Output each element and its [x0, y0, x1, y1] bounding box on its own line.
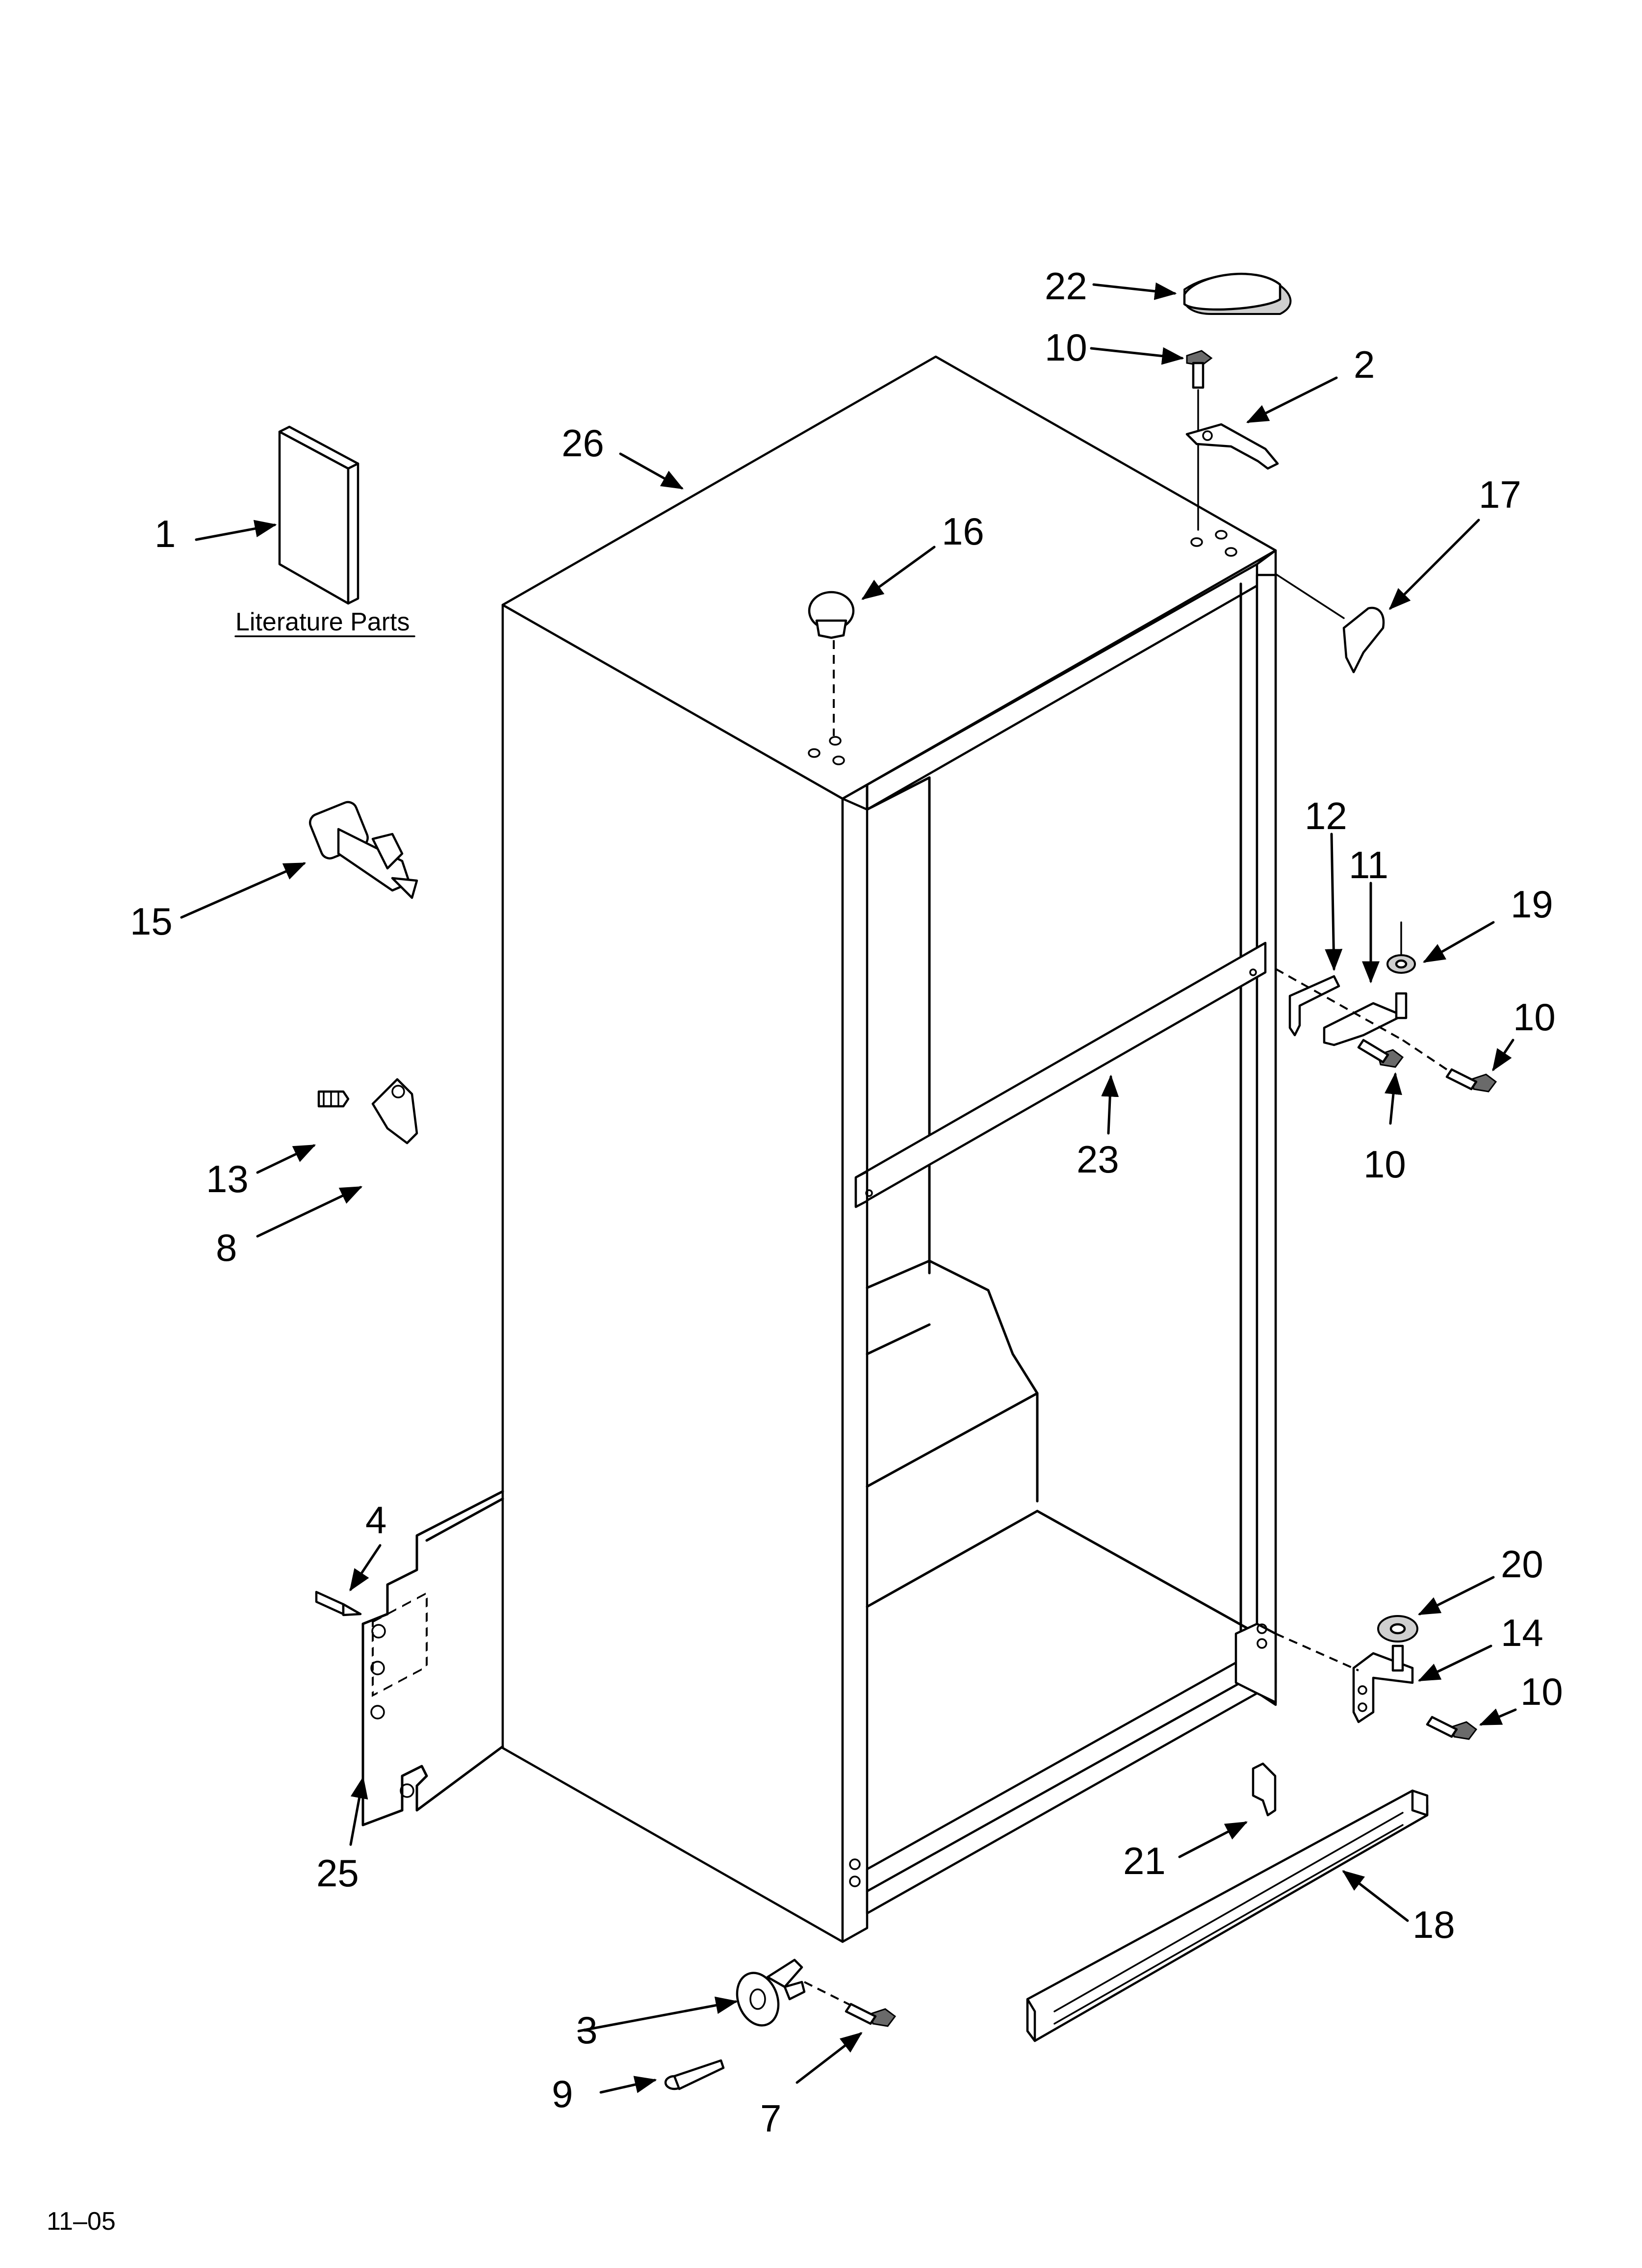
callout-17: 17	[1479, 473, 1521, 516]
callout-10-mid-right: 10	[1513, 995, 1556, 1039]
screw-top	[1186, 350, 1213, 389]
callout-10-mid: 10	[1363, 1143, 1406, 1186]
callout-2: 2	[1354, 343, 1375, 386]
rear-bracket	[361, 1490, 504, 1826]
callout-20: 20	[1501, 1542, 1543, 1586]
callout-8: 8	[216, 1226, 237, 1269]
top-plug-16	[808, 591, 855, 639]
callout-21: 21	[1123, 1839, 1166, 1882]
callout-4: 4	[365, 1498, 386, 1541]
callout-11: 11	[1349, 843, 1388, 886]
literature-book	[278, 425, 359, 605]
callout-18: 18	[1412, 1903, 1455, 1946]
cross-rail	[854, 941, 1267, 1208]
callout-23: 23	[1077, 1138, 1119, 1181]
callout-3: 3	[576, 2008, 597, 2052]
roller-3	[736, 1958, 806, 2027]
callout-labels: 22 10 2 26 1 16 17 Literature Parts 12 1…	[47, 264, 1563, 2236]
callout-7: 7	[760, 2097, 781, 2140]
callout-1: 1	[154, 512, 176, 555]
bracket-8-and-screw-13	[317, 1078, 418, 1145]
callout-13: 13	[206, 1157, 249, 1200]
callout-22: 22	[1045, 264, 1087, 308]
callout-12: 12	[1305, 794, 1347, 837]
leveling-assembly	[308, 801, 418, 899]
callout-19: 19	[1511, 883, 1553, 926]
hinge-cover-22	[1183, 272, 1292, 315]
literature-parts-label: Literature Parts	[235, 608, 410, 636]
cabinet	[501, 355, 1277, 1943]
callout-10-bottom: 10	[1520, 1670, 1563, 1713]
callout-9: 9	[552, 2072, 573, 2115]
callout-10-top: 10	[1045, 326, 1087, 369]
screw-7	[845, 2003, 897, 2027]
grille-clip-21	[1252, 1762, 1277, 1817]
callout-15: 15	[130, 900, 173, 943]
callout-16: 16	[942, 510, 984, 553]
hinge-pin-cover-17	[1342, 606, 1385, 674]
callout-26: 26	[562, 421, 604, 465]
callout-leaders	[180, 282, 1517, 2094]
top-hinge-2	[1185, 423, 1279, 470]
center-hinge	[1288, 921, 1497, 1093]
callout-14: 14	[1501, 1611, 1543, 1654]
axle-9	[664, 2059, 725, 2090]
base-grille	[1026, 1789, 1429, 2042]
bottom-hinge	[1352, 1615, 1478, 1740]
callout-25: 25	[316, 1851, 359, 1895]
screw-4	[315, 1590, 362, 1616]
footer-code: 11–05	[47, 2207, 116, 2236]
